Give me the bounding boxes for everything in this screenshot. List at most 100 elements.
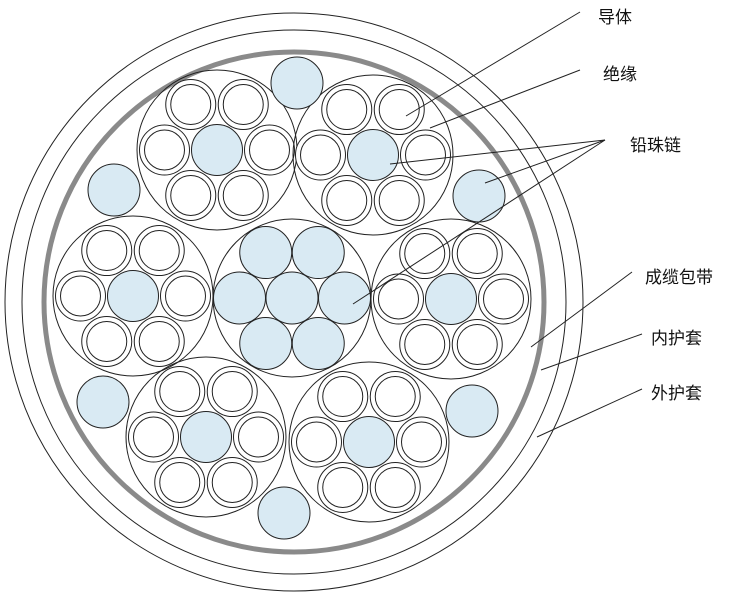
conductor-core bbox=[222, 174, 264, 216]
label-insulation: 绝缘 bbox=[603, 65, 637, 85]
insulated-conductor bbox=[373, 174, 425, 226]
conductor-core bbox=[60, 275, 101, 317]
conductor-core bbox=[249, 129, 290, 171]
lead-bead bbox=[180, 411, 232, 463]
lead-bead bbox=[291, 226, 345, 280]
conductor-core bbox=[374, 466, 416, 508]
conductor-core bbox=[211, 371, 253, 413]
insulated-conductor bbox=[321, 84, 373, 136]
insulated-conductor bbox=[217, 79, 269, 131]
lead-bead bbox=[343, 416, 395, 468]
conductor-core bbox=[222, 84, 264, 126]
lead-bead bbox=[425, 273, 477, 325]
conductor-core bbox=[159, 371, 201, 413]
lead-bead bbox=[76, 375, 130, 429]
lead-bead bbox=[318, 271, 371, 325]
label-conductor: 导体 bbox=[598, 8, 632, 28]
conductor-core bbox=[322, 376, 364, 418]
conductor-core bbox=[483, 278, 524, 320]
insulated-conductor bbox=[369, 371, 421, 423]
insulated-conductor bbox=[451, 228, 503, 280]
lead-bead bbox=[452, 169, 506, 223]
conductor-core bbox=[138, 320, 180, 362]
leader-line-conductor bbox=[405, 11, 581, 117]
insulated-conductor bbox=[133, 315, 185, 367]
conductor-core bbox=[296, 421, 337, 463]
insulated-conductor bbox=[206, 456, 258, 508]
cabling-tape-ring bbox=[41, 49, 547, 555]
conductor-core bbox=[401, 421, 442, 463]
inner-sheath-ring bbox=[21, 29, 567, 575]
conductor-core bbox=[374, 376, 416, 418]
lead-bead bbox=[265, 271, 319, 325]
lead-bead bbox=[257, 486, 311, 540]
label-lead-bead-chain: 铅珠链 bbox=[630, 136, 681, 156]
conductor-core bbox=[159, 461, 201, 503]
conductor-core bbox=[404, 233, 446, 275]
lead-bead bbox=[445, 384, 499, 438]
insulated-conductor bbox=[399, 318, 451, 370]
insulated-conductor bbox=[451, 318, 503, 370]
leader-line-inner-sheath bbox=[540, 333, 643, 371]
leader-line-bead-filler bbox=[484, 139, 606, 184]
lead-bead bbox=[347, 129, 399, 181]
leader-lines bbox=[352, 11, 643, 438]
label-inner-sheath: 内护套 bbox=[651, 329, 702, 349]
cable-cross-section bbox=[4, 12, 584, 592]
lead-bead bbox=[107, 270, 159, 322]
conductor-core bbox=[86, 320, 128, 362]
insulated-conductor bbox=[317, 371, 369, 423]
conductor-core bbox=[170, 84, 212, 126]
insulated-conductor bbox=[165, 79, 217, 131]
insulated-conductor bbox=[81, 315, 133, 367]
conductor-core bbox=[133, 416, 174, 458]
conductor-core bbox=[456, 233, 498, 275]
leader-line-insulation bbox=[429, 69, 581, 129]
conductor-core bbox=[211, 461, 253, 503]
leader-line-bead-chain bbox=[352, 139, 606, 305]
conductor-core bbox=[165, 275, 206, 317]
conductor-core bbox=[322, 466, 364, 508]
insulated-conductor bbox=[55, 270, 106, 322]
lead-bead bbox=[239, 226, 293, 280]
lead-bead bbox=[270, 56, 324, 110]
label-cabling-tape: 成缆包带 bbox=[645, 268, 713, 288]
conductor-core bbox=[456, 323, 498, 365]
conductor-core bbox=[144, 129, 185, 171]
insulated-conductor bbox=[396, 416, 447, 468]
conductor-group-boundary bbox=[288, 361, 450, 523]
conductor-core bbox=[404, 323, 446, 365]
conductor-core bbox=[300, 134, 341, 176]
insulated-conductor bbox=[317, 461, 369, 513]
leader-line-cabling-tape bbox=[530, 271, 633, 348]
insulated-conductor bbox=[373, 273, 424, 325]
insulated-conductor bbox=[160, 270, 211, 322]
conductor-core bbox=[378, 179, 420, 221]
insulated-conductor bbox=[369, 461, 421, 513]
leader-line-outer-sheath bbox=[536, 388, 643, 438]
lead-bead bbox=[87, 163, 141, 217]
insulated-conductor bbox=[154, 456, 206, 508]
lead-bead bbox=[291, 316, 345, 370]
insulated-conductor bbox=[165, 169, 217, 221]
conductor-core bbox=[405, 134, 446, 176]
label-outer-sheath: 外护套 bbox=[651, 384, 702, 404]
insulated-conductor bbox=[217, 169, 269, 221]
insulated-conductor bbox=[244, 124, 295, 176]
insulated-conductor bbox=[133, 225, 185, 277]
conductor-core bbox=[326, 89, 368, 131]
insulated-conductor bbox=[81, 225, 133, 277]
insulated-conductor bbox=[295, 129, 346, 181]
conductor-core bbox=[378, 278, 419, 320]
conductor-core bbox=[86, 230, 128, 272]
insulated-conductor bbox=[400, 129, 451, 181]
insulated-conductor bbox=[478, 273, 529, 325]
conductor-group-boundary bbox=[292, 74, 454, 236]
lead-bead bbox=[239, 316, 293, 370]
conductor-core bbox=[138, 230, 180, 272]
lead-bead bbox=[191, 124, 243, 176]
insulated-conductor bbox=[399, 228, 451, 280]
conductor-core bbox=[170, 174, 212, 216]
conductor-core bbox=[378, 89, 420, 131]
